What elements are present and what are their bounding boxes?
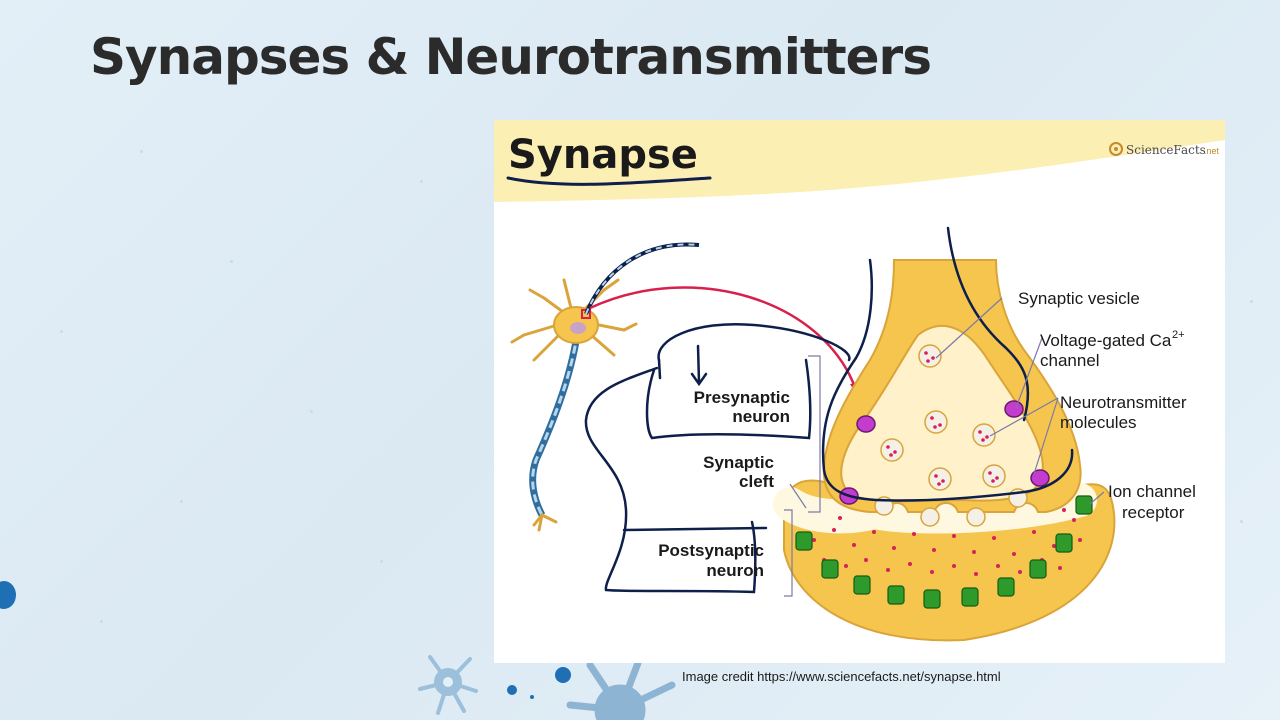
label-vgc-line1: Voltage-gated Ca	[1040, 331, 1172, 350]
label-post-line1: Postsynaptic	[658, 541, 764, 560]
sciencefacts-logo: ScienceFacts .net	[1109, 142, 1220, 157]
label-ion-line1: Ion channel	[1108, 482, 1196, 501]
synapse-diagram: Synapse ScienceFacts .net	[494, 120, 1225, 663]
slide-title: Synapses & Neurotransmitters	[90, 28, 932, 86]
pointer-arrow	[589, 286, 858, 391]
label-leaders	[784, 297, 1105, 597]
svg-text:.net: .net	[1204, 146, 1220, 156]
label-cleft-line1: Synaptic	[703, 453, 774, 472]
label-nt-line2: molecules	[1060, 413, 1137, 432]
label-pre-line2: neuron	[732, 407, 790, 426]
decorative-neuron-icons	[418, 655, 676, 720]
voltage-gated-ca-channels	[839, 400, 1050, 505]
ink-annotations	[584, 226, 1074, 594]
label-nt-line1: Neurotransmitter	[1060, 393, 1187, 412]
underline-annotation	[506, 176, 712, 186]
decorative-dot	[0, 581, 16, 609]
label-pre-line1: Presynaptic	[694, 388, 790, 407]
ion-channel-receptors	[795, 495, 1093, 609]
label-post-line2: neuron	[706, 561, 764, 580]
label-vgc-line2: channel	[1040, 351, 1100, 370]
label-vgc-superscript: 2+	[1172, 329, 1185, 341]
banner-title: Synapse	[508, 132, 698, 178]
image-credit: Image credit https://www.sciencefacts.ne…	[682, 669, 1001, 684]
svg-text:ScienceFacts: ScienceFacts	[1126, 143, 1206, 157]
label-cleft-line2: cleft	[739, 472, 774, 491]
label-synaptic-vesicle: Synaptic vesicle	[1018, 289, 1140, 308]
neuron-illustration	[510, 242, 700, 532]
label-ion-line2: receptor	[1122, 503, 1185, 522]
